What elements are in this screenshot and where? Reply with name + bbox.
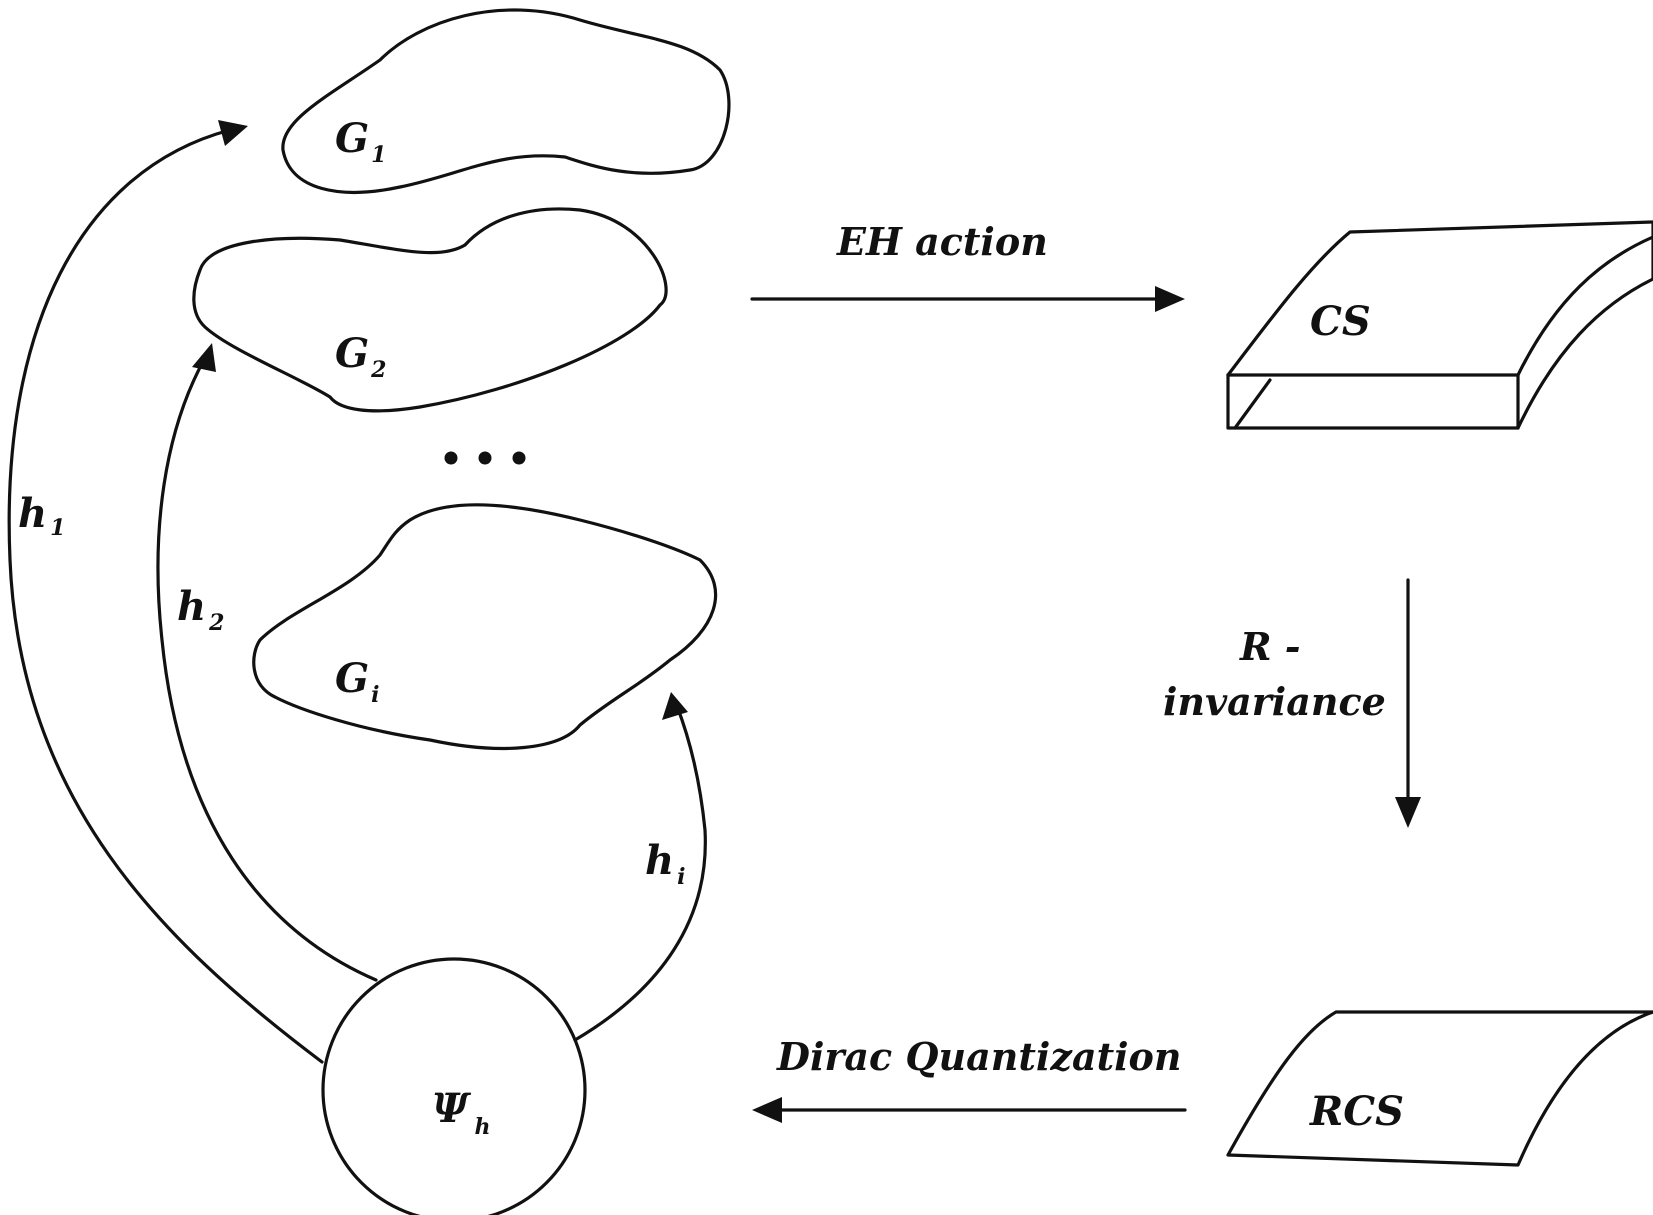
eh-action-arrowhead: [1155, 286, 1185, 312]
h2-arc: [156, 356, 378, 982]
h1-arrowhead: [218, 120, 248, 146]
r-invariance-label-line2: invariance: [1163, 679, 1386, 724]
h1-arc: [7, 128, 324, 1064]
rcs-label: RCS: [1309, 1088, 1404, 1135]
g2-label: G2: [335, 330, 386, 383]
ellipsis-dot: [444, 451, 458, 465]
ellipsis-dot: [478, 451, 492, 465]
dirac-label: Dirac Quantization: [776, 1034, 1182, 1079]
h2-arrowhead: [192, 343, 216, 372]
ellipsis-dot: [512, 451, 526, 465]
gi-label: Gi: [335, 655, 380, 708]
r-invariance-arrowhead: [1395, 797, 1421, 828]
psi-circle: [321, 957, 587, 1215]
g1-blob: [281, 8, 731, 194]
ellipsis-dots: [444, 451, 526, 465]
r-invariance-label-line1: R -: [1239, 624, 1301, 669]
gi-blob: [252, 503, 718, 751]
eh-action-label: EH action: [836, 219, 1048, 264]
g2-blob: [192, 207, 668, 413]
dirac-arrowhead: [752, 1097, 782, 1123]
g1-label: G1: [335, 115, 386, 168]
hi-arrowhead: [662, 692, 688, 720]
rcs-surface: [1226, 1010, 1653, 1167]
cs-surface: [1226, 220, 1653, 430]
hi-arc: [573, 704, 707, 1042]
cs-label: CS: [1310, 298, 1371, 345]
